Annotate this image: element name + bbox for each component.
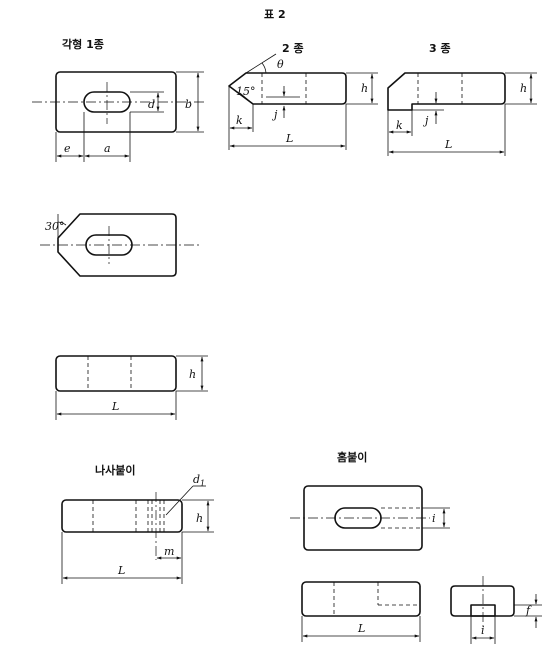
square-type1-top-view: [32, 71, 206, 162]
groove-type-end-view: [450, 576, 542, 644]
dim-h-type3: h: [520, 82, 527, 95]
dim-i-groove-end: i: [481, 624, 485, 637]
dim-d: d: [148, 98, 155, 111]
dim-L-groove: L: [357, 622, 365, 635]
plain-side-view: [55, 355, 208, 420]
dim-j-type3: j: [422, 114, 429, 127]
dim-i-groove-top: i: [432, 512, 436, 525]
table-title: 표 2: [264, 8, 286, 21]
groove-type-top-view: [290, 485, 450, 551]
dim-h-plain: h: [189, 368, 196, 381]
caption-type-3: 3 종: [429, 42, 451, 55]
caption-type-2: 2 종: [282, 42, 304, 55]
dim-L-plain: L: [111, 400, 119, 413]
dim-j-type2: j: [271, 108, 278, 121]
caption-square-type-1: 각형 1종: [62, 37, 104, 51]
dim-a: a: [104, 142, 111, 155]
dim-h-type2: h: [361, 82, 368, 95]
groove-type-side-view: [301, 581, 421, 642]
chamfered-plate-top-view: [40, 213, 202, 277]
dim-theta: θ: [277, 58, 284, 71]
dim-f: f: [525, 604, 532, 617]
dim-d1-subscript: 1: [200, 479, 205, 488]
dim-d1: d: [193, 473, 200, 486]
caption-groove-type: 홈붙이: [337, 450, 367, 464]
dim-k-type2: k: [236, 114, 243, 127]
caption-screw-type: 나사붙이: [95, 463, 135, 477]
type2-side-view: [228, 53, 378, 150]
dim-b: b: [185, 98, 192, 111]
dim-k-type3: k: [396, 119, 403, 132]
dim-L-type2: L: [285, 132, 293, 145]
dim-m: m: [164, 545, 174, 558]
screw-type-side-view: [61, 485, 214, 584]
dim-h-screw: h: [196, 512, 203, 525]
dim-e: e: [64, 142, 71, 155]
dim-angle-30: 30°: [45, 220, 65, 233]
type3-side-view: [387, 72, 537, 156]
dim-L-type3: L: [444, 138, 452, 151]
dim-angle-15: 15°: [236, 85, 256, 98]
dim-L-screw: L: [117, 564, 125, 577]
